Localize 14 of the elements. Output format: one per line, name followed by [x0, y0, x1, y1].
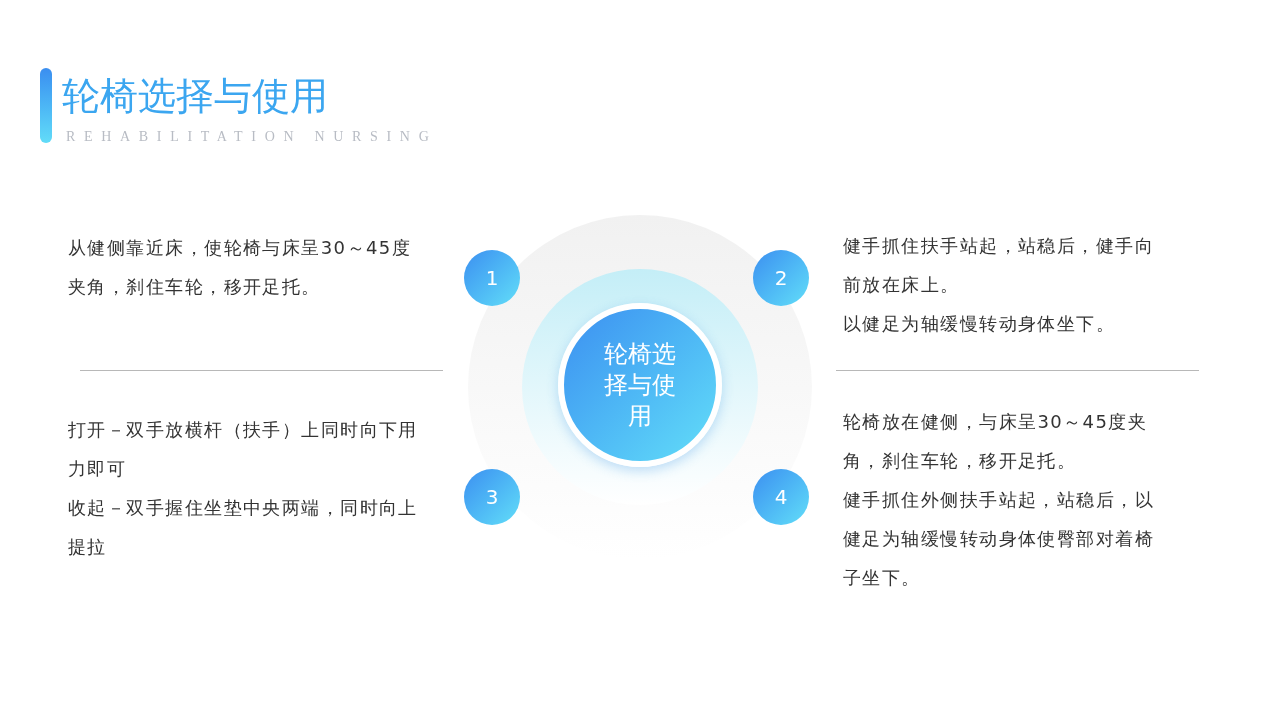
paragraph: 健手抓住外侧扶手站起，站稳后，以健足为轴缓慢转动身体使臀部对着椅子坐下。 [843, 488, 1156, 590]
center-title: 轮椅选择与使用 [603, 338, 677, 432]
title: 轮椅选择与使用 [62, 73, 328, 120]
paragraph: 轮椅放在健侧，与床呈30～45度夹角，刹住车轮，移开足托。 [843, 410, 1149, 473]
paragraph: 以健足为轴缓慢转动身体坐下。 [843, 312, 1117, 336]
paragraph: 从健侧靠近床，使轮椅与床呈30～45度夹角，刹住车轮，移开足托。 [68, 236, 413, 299]
subtitle: REHABILITATION NURSING [66, 128, 438, 146]
step-number: 1 [485, 265, 499, 292]
step-number: 2 [774, 265, 788, 292]
paragraph: 健手抓住扶手站起，站稳后，健手向前放在床上。 [843, 234, 1156, 297]
paragraph: 打开－双手放横杆（扶手）上同时向下用力即可 [68, 418, 419, 481]
step-number: 4 [774, 484, 788, 511]
step-number: 3 [485, 484, 499, 511]
paragraph: 收起－双手握住坐垫中央两端，同时向上提拉 [68, 496, 419, 559]
